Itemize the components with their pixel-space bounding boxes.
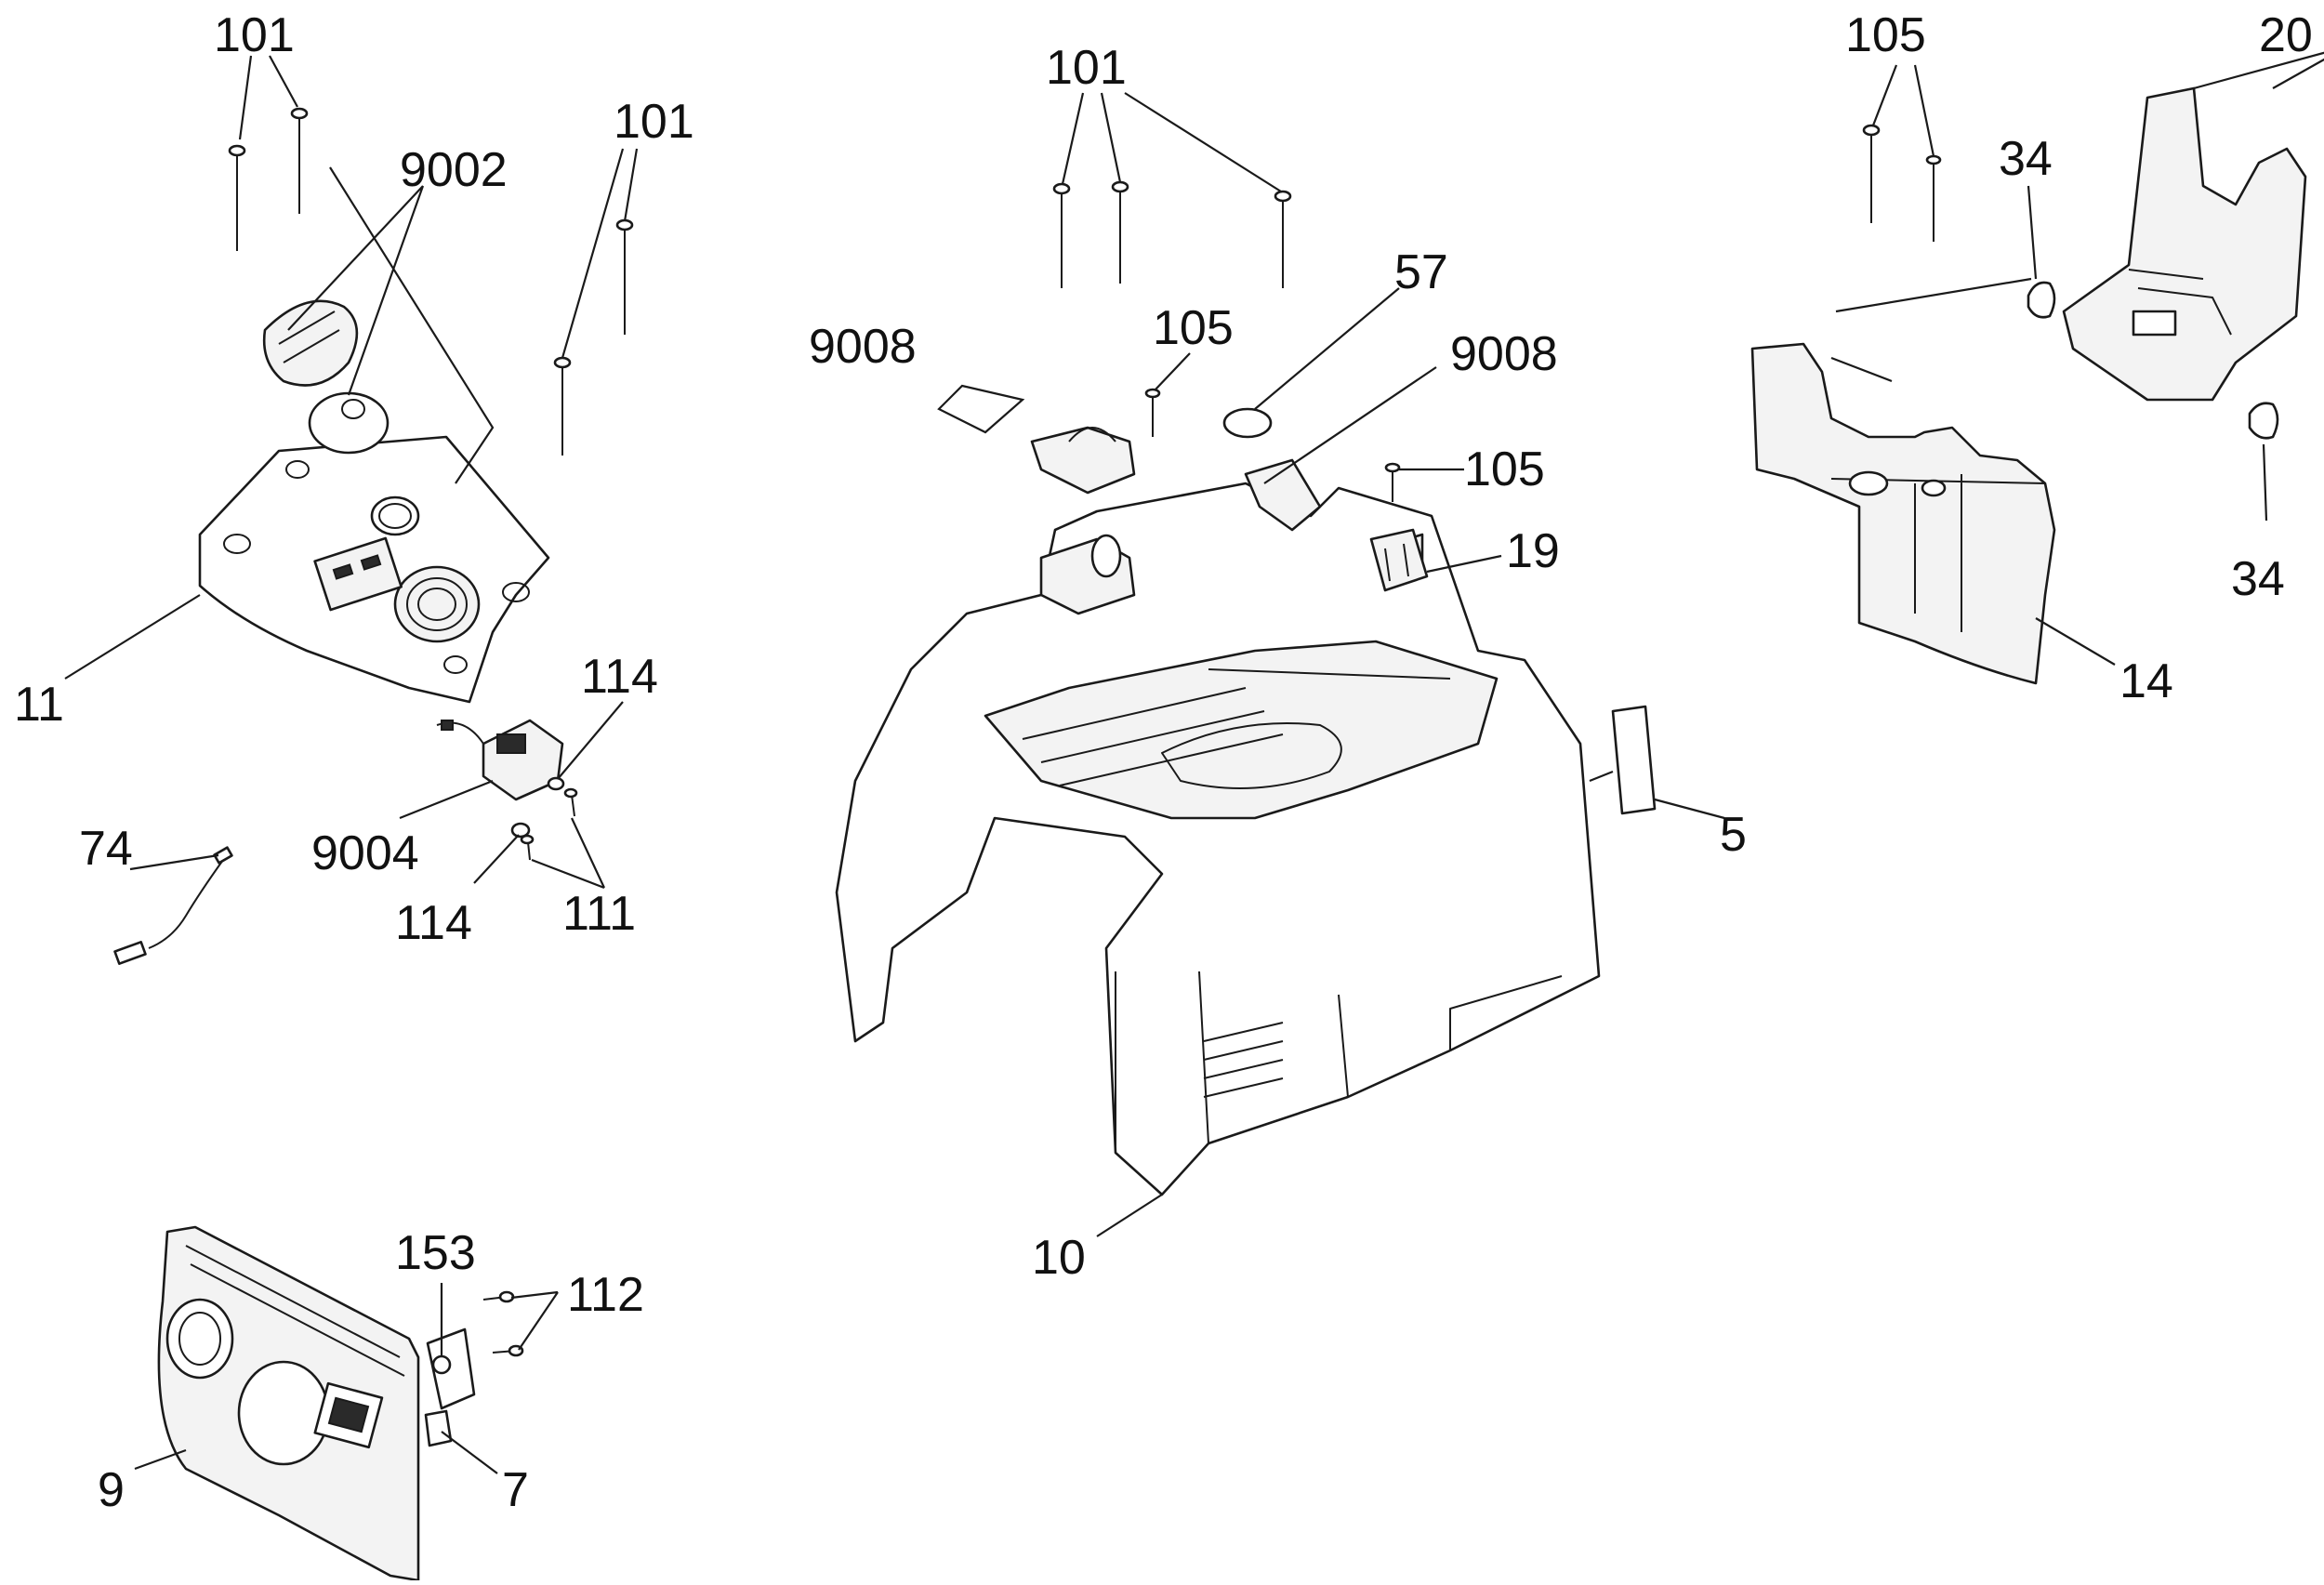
callout-9002: 9002 xyxy=(400,143,508,197)
part-5-label xyxy=(1611,705,1657,815)
callout-105-b: 105 xyxy=(1464,442,1545,496)
callout-34-b: 34 xyxy=(2231,552,2285,606)
callout-19: 19 xyxy=(1506,524,1560,578)
part-7-label xyxy=(424,1409,453,1447)
callout-57: 57 xyxy=(1394,245,1448,299)
callout-11: 11 xyxy=(14,678,64,732)
screws-105-right xyxy=(1862,124,1942,242)
callout-111: 111 xyxy=(562,887,636,941)
callout-101-c: 101 xyxy=(1046,41,1127,95)
callout-9008-a: 9008 xyxy=(809,320,917,374)
part-9008-bracket xyxy=(1030,426,1136,495)
clips-34 xyxy=(2027,281,2279,440)
callout-112: 112 xyxy=(567,1268,644,1322)
part-153-pcb xyxy=(426,1327,476,1410)
callout-105-a: 105 xyxy=(1153,301,1234,355)
callout-153: 153 xyxy=(395,1226,476,1280)
part-9002-knob-assembly xyxy=(262,299,420,536)
part-9-front-panel xyxy=(157,1225,420,1582)
part-57-seal xyxy=(1222,407,1273,439)
part-74-cable xyxy=(113,846,233,966)
callout-74: 74 xyxy=(79,822,133,876)
leader-lines xyxy=(64,51,2324,1474)
callout-20: 20 xyxy=(2259,8,2313,62)
screws-112 xyxy=(482,1290,524,1357)
callout-5: 5 xyxy=(1720,808,1747,862)
part-19-latch xyxy=(1369,528,1429,592)
callout-labels: 101 9002 101 11 114 9004 74 114 111 101 … xyxy=(14,8,2313,1517)
callout-101-b: 101 xyxy=(614,95,694,149)
part-14-bracket xyxy=(1750,342,2056,685)
callout-34-a: 34 xyxy=(1999,132,2053,186)
screws-101-center xyxy=(1052,180,1401,502)
callout-114-a: 114 xyxy=(581,650,658,704)
callout-114-b: 114 xyxy=(395,896,472,950)
part-11-control-panel xyxy=(198,435,550,704)
part-20-handle xyxy=(2062,86,2307,402)
washers-screws-111-114 xyxy=(510,776,578,861)
screws-101-left xyxy=(228,107,634,456)
callout-9004: 9004 xyxy=(311,826,419,880)
part-10-main-housing xyxy=(835,458,1601,1196)
callout-14: 14 xyxy=(2119,654,2173,708)
callout-7: 7 xyxy=(502,1463,529,1517)
callout-9008-b: 9008 xyxy=(1450,327,1558,381)
callout-9: 9 xyxy=(98,1463,125,1517)
callout-105-c: 105 xyxy=(1845,8,1926,62)
callout-10: 10 xyxy=(1032,1231,1086,1285)
part-9004-switch xyxy=(436,719,564,801)
callout-101-a: 101 xyxy=(214,8,295,62)
